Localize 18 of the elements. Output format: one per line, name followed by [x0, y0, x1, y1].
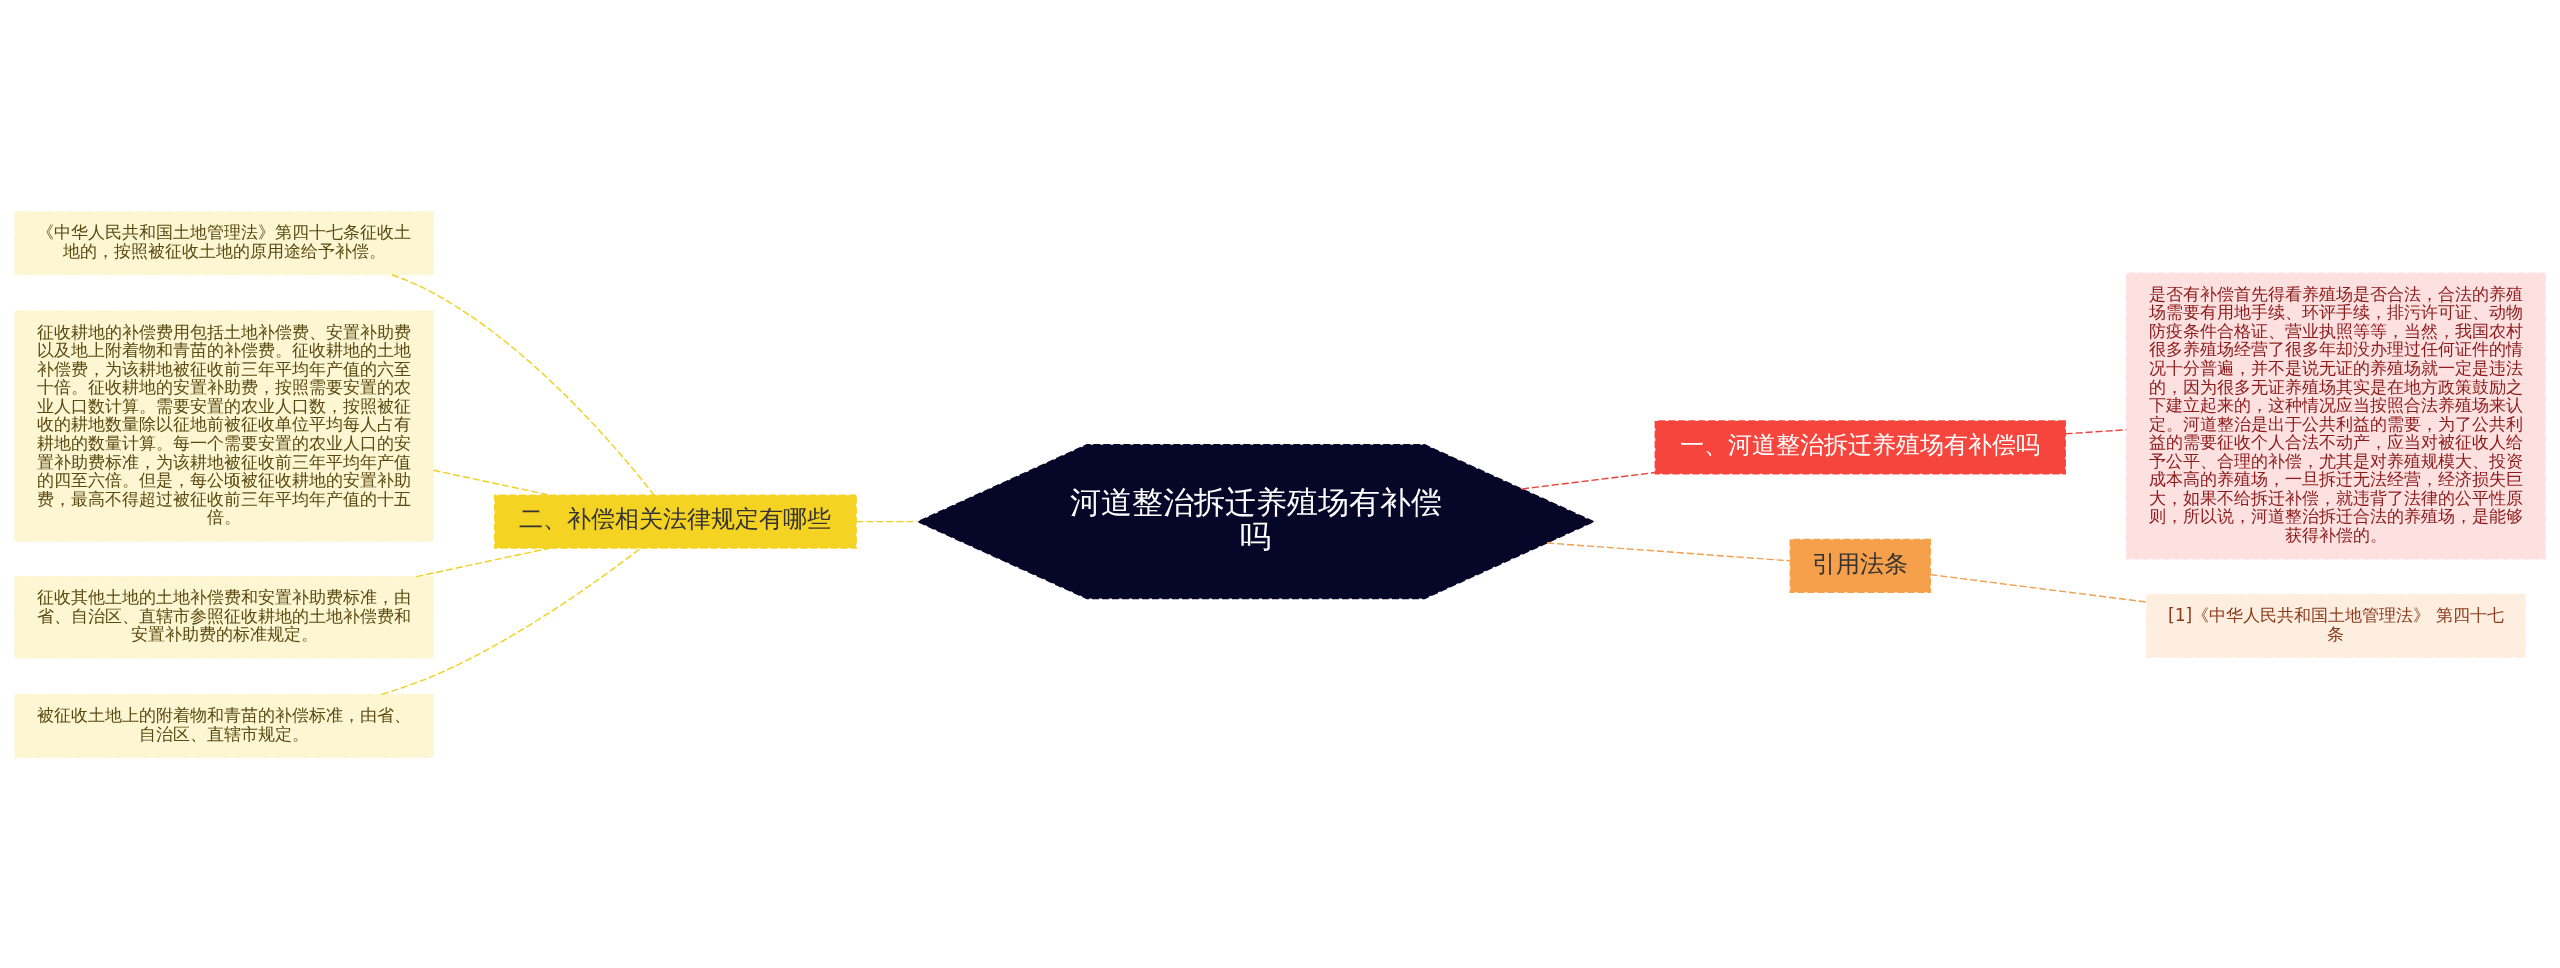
node-box: 征收其他土地的土地补偿费和安置补助费标准，由省、自治区、直辖市参照征收耕地的土地补偿费和安置补助费的标准规定。	[14, 575, 435, 659]
connector	[2064, 428, 2127, 435]
connector	[1521, 471, 1656, 490]
node-box: 一、河道整治拆迁养殖场有补偿吗	[1654, 419, 2066, 474]
node-box: 《中华人民共和国土地管理法》第四十七条征收土地的，按照被征收土地的原用途给予补偿。	[14, 210, 435, 275]
node-box: 征收耕地的补偿费用包括土地补偿费、安置补助费以及地上附着物和青苗的补偿费。征收耕地的土地补偿费，为该耕地被征收前三年平均年产值的六至十倍。征收耕地的安置补助费，按照需要安置的农业人口数计算。需要安置的农业人口数，按照被征收的耕地数量除以征地前被征收单位平均每人占有耕地的数量计算。每一个需要安置的农业人口的安置补助费标准，为该耕地被征收前三年平均年产值的四至六倍。但是，每公顷被征收耕地的安置补助费，最高不得超过被征收前三年平均年产值的十五倍。	[14, 309, 435, 542]
connector	[432, 469, 551, 496]
node-box: 被征收土地上的附着物和青苗的补偿标准，由省、自治区、直辖市规定。	[14, 693, 435, 758]
node-box: 引用法条	[1789, 538, 1931, 593]
connector	[381, 547, 642, 695]
connector	[415, 546, 551, 577]
connector	[1929, 573, 2147, 603]
node-box: 是否有补偿首先得看养殖场是否合法，合法的养殖场需要有用地手续、环评手续，排污许可证、动物防疫条件合格证、营业执照等等，当然，我国农村很多养殖场经营了很多年却没办理过任何证件的情况十分普遍，并不是说无证的养殖场就一定是违法的，因为很多无证养殖场其实是在地方政策鼓励之下建立起来的，这种情况应当按照合法养殖场来认定。河道整治是出于公共利益的需要，为了公共利益的需要征收个人合法不动产，应当对被征收人给予公平、合理的补偿，尤其是对养殖规模大、投资成本高的养殖场，一旦拆迁无法经营，经济损失巨大，如果不给拆迁补偿，就违背了法律的公平性原则，所以说，河道整治拆迁合法的养殖场，是能够获得补偿的。	[2125, 271, 2546, 559]
connector	[391, 273, 655, 496]
node-box: 二、补偿相关法律规定有哪些	[494, 494, 857, 549]
connector	[1546, 541, 1791, 562]
node-box: [1]《中华人民共和国土地管理法》 第四十七条	[2145, 593, 2526, 658]
connector	[855, 520, 919, 522]
